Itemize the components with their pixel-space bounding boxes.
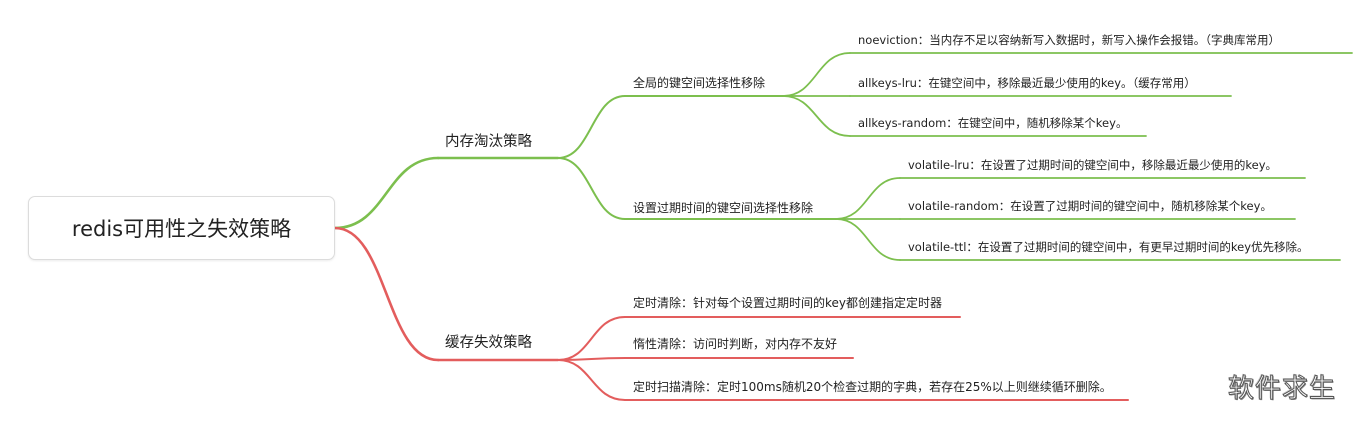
connector-to-periodic-scan: [557, 359, 626, 401]
watermark-logo: 软件求生: [1227, 374, 1337, 404]
node-lazy-expiration[interactable]: 惰性清除：访问时判断，对内存不友好: [633, 338, 837, 350]
node-label: allkeys-random：在键空间中，随机移除某个key。: [858, 116, 1128, 130]
branch-label: 缓存失效策略: [445, 335, 532, 351]
branch-label: 内存淘汰策略: [445, 134, 532, 150]
node-global-keyspace-eviction[interactable]: 全局的键空间选择性移除: [633, 77, 765, 89]
branch-cache-expiration[interactable]: 缓存失效策略: [445, 336, 532, 351]
connector-to-noeviction: [782, 52, 851, 97]
node-volatile-random[interactable]: volatile-random：在设置了过期时间的键空间中，随机移除某个key。: [908, 199, 1272, 213]
node-timed-expiration[interactable]: 定时清除：针对每个设置过期时间的key都创建指定定时器: [633, 297, 942, 309]
node-allkeys-lru[interactable]: allkeys-lru：在键空间中，移除最近最少使用的key。（缓存常用）: [858, 76, 1196, 90]
node-label: volatile-random：在设置了过期时间的键空间中，随机移除某个key。: [908, 199, 1272, 213]
node-volatile-ttl[interactable]: volatile-ttl：在设置了过期时间的键空间中，有更早过期时间的key优先…: [908, 240, 1309, 254]
node-label: noeviction：当内存不足以容纳新写入数据时，新写入操作会报错。（字典库常…: [858, 33, 1280, 47]
node-volatile-lru[interactable]: volatile-lru：在设置了过期时间的键空间中，移除最近最少使用的key。: [908, 158, 1278, 172]
root-node-label: redis可用性之失效策略: [71, 217, 292, 241]
node-label: 全局的键空间选择性移除: [633, 76, 766, 90]
branch-memory-eviction[interactable]: 内存淘汰策略: [445, 135, 532, 150]
node-label: allkeys-lru：在键空间中，移除最近最少使用的key。（缓存常用）: [858, 76, 1196, 90]
node-label: 定时扫描清除：定时100ms随机20个检查过期的字典，若存在25%以上则继续循环…: [633, 380, 1112, 394]
connector-to-expire-keyspace: [557, 157, 626, 220]
root-node[interactable]: redis可用性之失效策略: [28, 196, 335, 260]
connector-to-timed-expiration: [557, 316, 626, 361]
connector-to-allkeys-random: [782, 95, 851, 137]
connector-root-to-cache-expiration: [333, 226, 440, 362]
node-expire-keyspace-eviction[interactable]: 设置过期时间的键空间选择性移除: [633, 202, 813, 214]
node-label: volatile-lru：在设置了过期时间的键空间中，移除最近最少使用的key。: [908, 158, 1278, 172]
node-label: 设置过期时间的键空间选择性移除: [633, 201, 814, 215]
node-label: 定时清除：针对每个设置过期时间的key都创建指定定时器: [633, 296, 943, 310]
node-label: 惰性清除：访问时判断，对内存不友好: [633, 337, 838, 351]
connector-root-to-memory-eviction: [333, 156, 440, 230]
node-periodic-scan-expiration[interactable]: 定时扫描清除：定时100ms随机20个检查过期的字典，若存在25%以上则继续循环…: [633, 381, 1112, 393]
node-label: volatile-ttl：在设置了过期时间的键空间中，有更早过期时间的key优先…: [908, 240, 1309, 254]
connector-to-global-keyspace: [557, 95, 626, 159]
node-noeviction[interactable]: noeviction：当内存不足以容纳新写入数据时，新写入操作会报错。（字典库常…: [858, 33, 1280, 47]
connector-to-volatile-ttl: [835, 218, 901, 261]
node-allkeys-random[interactable]: allkeys-random：在键空间中，随机移除某个key。: [858, 116, 1128, 130]
connector-to-volatile-lru: [835, 177, 901, 220]
